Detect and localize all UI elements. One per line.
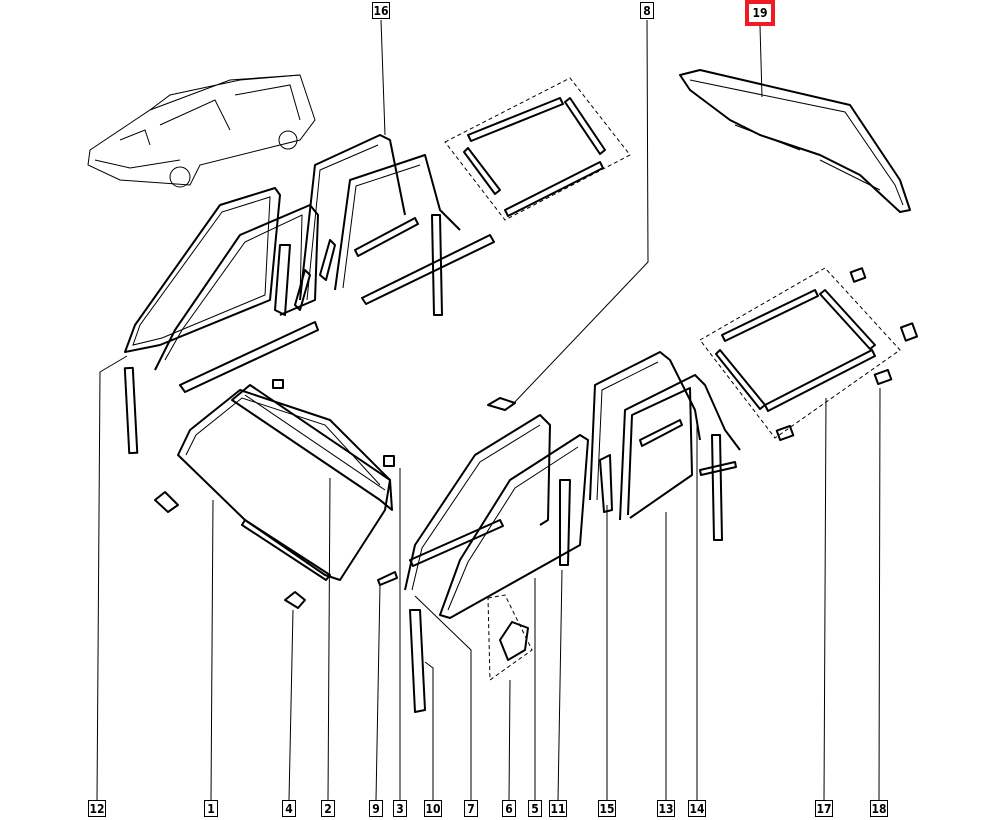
callout-number: 17 — [816, 802, 832, 816]
leader-line-16 — [380, 19, 386, 136]
callout-number: 11 — [550, 802, 566, 816]
part-12-front-door-seal — [123, 187, 281, 455]
car-illustration — [87, 74, 316, 188]
callout-number: 3 — [396, 802, 404, 816]
leader-line-18 — [878, 387, 881, 801]
leader-line-19 — [759, 25, 763, 98]
callout-label-17[interactable]: 17 — [815, 800, 833, 817]
callout-label-2[interactable]: 2 — [321, 800, 335, 817]
callout-label-8[interactable]: 8 — [640, 2, 654, 19]
callout-number: 7 — [467, 802, 475, 816]
callout-label-10[interactable]: 10 — [424, 800, 442, 817]
part-19-tailgate-seal — [679, 69, 911, 213]
callout-label-15[interactable]: 15 — [598, 800, 616, 817]
callout-label-11[interactable]: 11 — [549, 800, 567, 817]
part-8-rear-door-right-seals — [377, 397, 589, 713]
callout-label-4[interactable]: 4 — [282, 800, 296, 817]
callout-label-7[interactable]: 7 — [464, 800, 478, 817]
callout-number: 16 — [373, 4, 389, 18]
callout-number: 9 — [372, 802, 380, 816]
callout-number: 14 — [689, 802, 705, 816]
leader-line-11 — [557, 569, 563, 801]
leader-line-9 — [375, 584, 381, 801]
rear-quarter-glass-seals — [444, 77, 631, 221]
leader-line-8 — [511, 19, 649, 406]
callout-number: 5 — [531, 802, 539, 816]
callout-number: 15 — [599, 802, 615, 816]
leader-line-10 — [424, 661, 434, 800]
callout-number: 8 — [643, 4, 651, 18]
callout-label-19[interactable]: 19 — [745, 0, 775, 26]
callout-label-16[interactable]: 16 — [372, 2, 390, 19]
callout-label-12[interactable]: 12 — [88, 800, 106, 817]
leader-lines — [96, 19, 881, 801]
callout-number: 2 — [324, 802, 332, 816]
callout-number: 6 — [505, 802, 513, 816]
callout-number: 12 — [89, 802, 105, 816]
callout-label-14[interactable]: 14 — [688, 800, 706, 817]
callout-number: 10 — [425, 802, 441, 816]
callout-number: 13 — [658, 802, 674, 816]
callout-label-9[interactable]: 9 — [369, 800, 383, 817]
leader-line-17 — [823, 397, 827, 801]
callout-label-5[interactable]: 5 — [528, 800, 542, 817]
leader-line-7 — [414, 595, 472, 800]
leader-line-4 — [288, 609, 294, 801]
leader-line-12 — [96, 355, 128, 801]
callout-number: 19 — [749, 4, 771, 22]
callout-label-13[interactable]: 13 — [657, 800, 675, 817]
callout-label-3[interactable]: 3 — [393, 800, 407, 817]
part-17-rear-quarter-glass-right — [699, 267, 919, 442]
callout-label-1[interactable]: 1 — [204, 800, 218, 817]
callout-number: 1 — [207, 802, 215, 816]
part-1-windscreen-seal — [154, 379, 395, 609]
leader-line-1 — [210, 499, 214, 801]
leader-line-2 — [327, 477, 331, 801]
callout-number: 18 — [871, 802, 887, 816]
rear-door-right-glass-run — [589, 351, 741, 541]
part-front-door-glass-run — [154, 204, 319, 393]
callout-label-18[interactable]: 18 — [870, 800, 888, 817]
part-16-rear-door-seal — [299, 134, 495, 316]
callout-number: 4 — [285, 802, 293, 816]
leader-line-6 — [508, 679, 511, 801]
callout-label-6[interactable]: 6 — [502, 800, 516, 817]
